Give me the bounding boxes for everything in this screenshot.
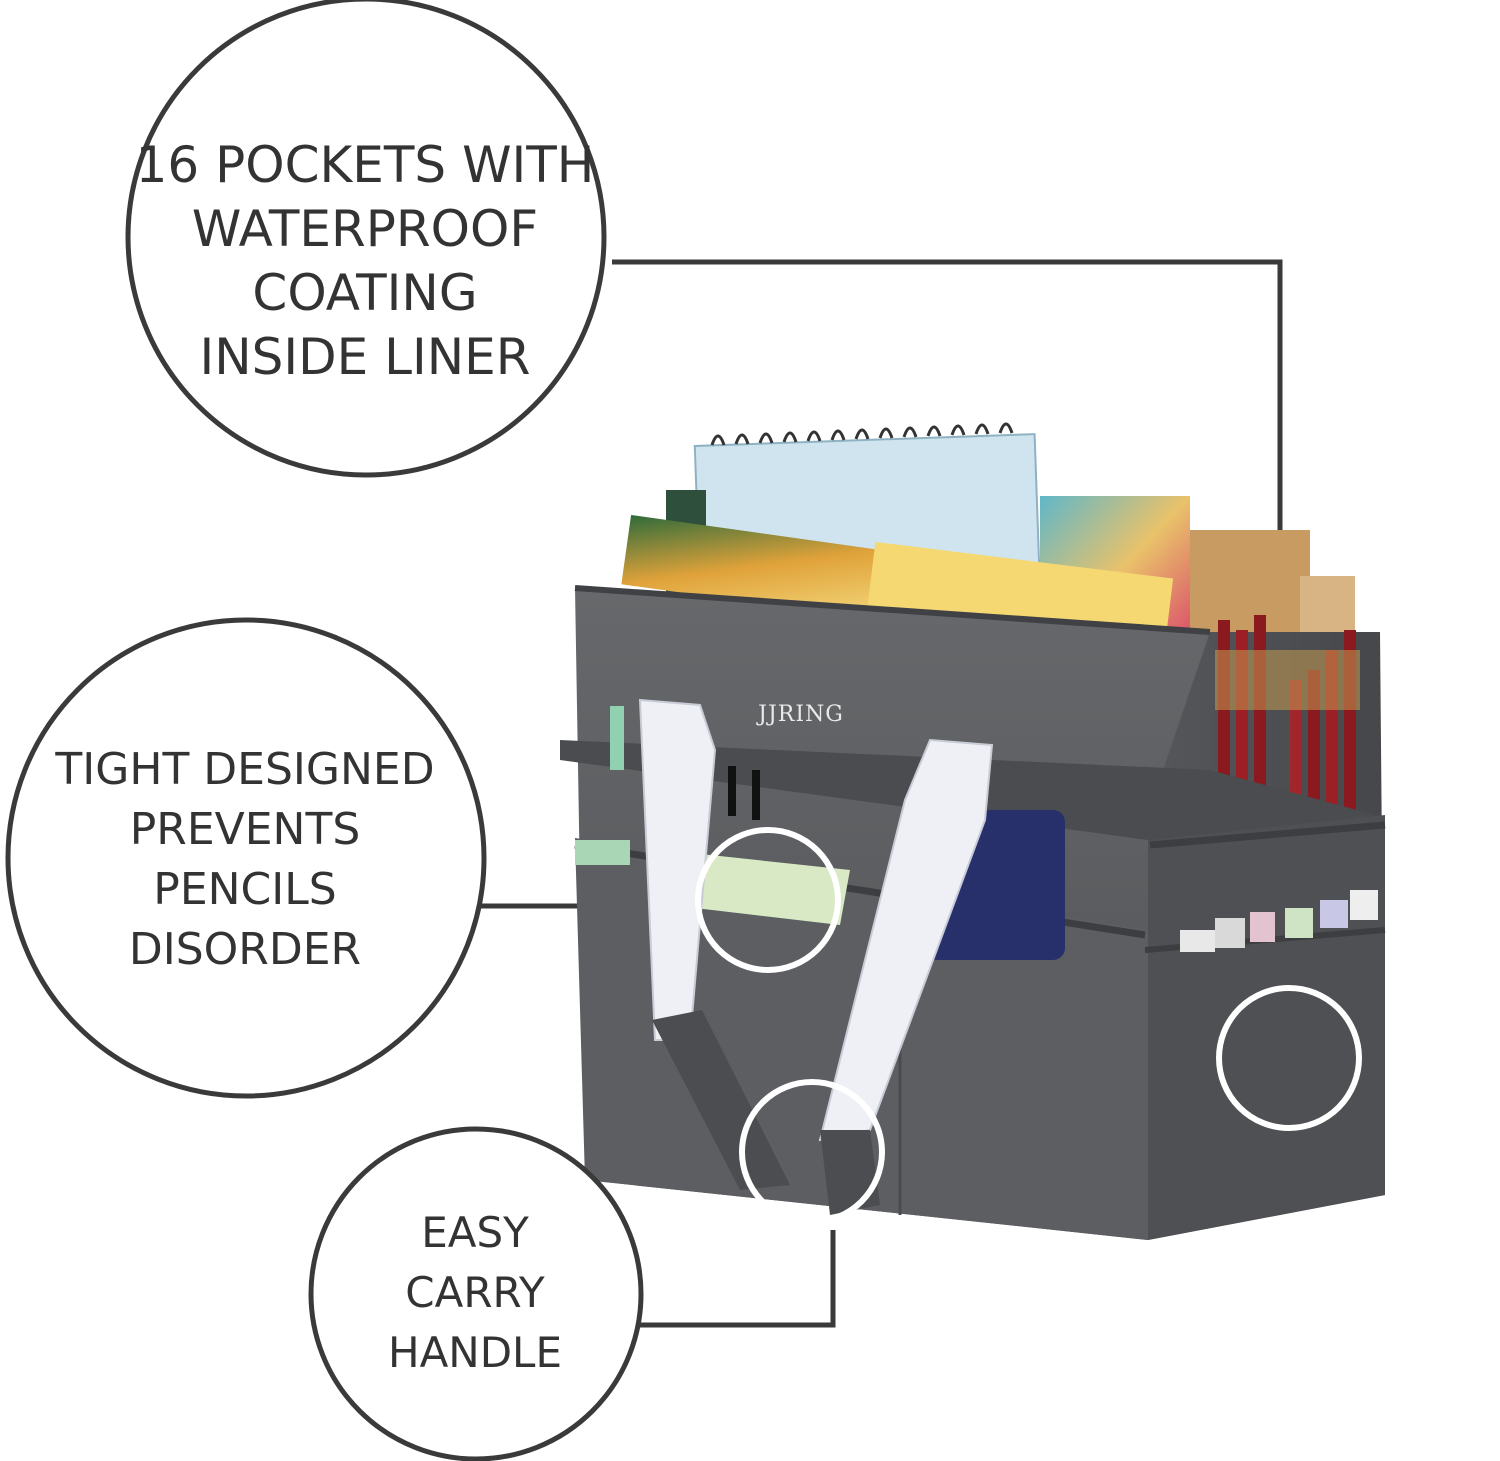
callout-line: CARRY (405, 1268, 545, 1317)
callout-line: COATING (252, 264, 478, 322)
handle-right-base (820, 1130, 880, 1215)
handle-left-base (652, 1010, 790, 1190)
callout-line: PENCILS (153, 864, 337, 915)
marker-green (575, 840, 630, 865)
markers (1180, 890, 1378, 952)
callout-line: HANDLE (387, 1328, 562, 1377)
callout-text-pockets: 16 POCKETS WITH WATERPROOF COATING INSID… (120, 140, 610, 396)
callout-circles (5, 0, 644, 1461)
tote-bag (560, 422, 1386, 1240)
pen-1 (610, 706, 624, 770)
pen-3 (752, 770, 760, 820)
callout-line: EASY (421, 1208, 529, 1257)
callout-line: TIGHT DESIGNED (55, 744, 435, 795)
connector-handle (632, 1230, 836, 1328)
callout-circle-pockets (125, 0, 607, 478)
pen-2 (728, 766, 736, 816)
handle-left (638, 698, 717, 1041)
highlight-circles (695, 827, 1362, 1225)
callout-line: DISORDER (128, 924, 362, 975)
highlight-handle-detail (739, 1079, 885, 1225)
callout-line: INSIDE LINER (199, 328, 531, 386)
callout-line: WATERPROOF (191, 200, 539, 258)
spiral-binding (710, 422, 1014, 446)
callout-circle-handle (308, 1126, 644, 1461)
paint-brushes (1215, 615, 1360, 810)
callout-text-tight: TIGHT DESIGNED PREVENTS PENCILS DISORDER (20, 748, 470, 988)
callout-circle-tight (5, 617, 487, 1099)
brand-logo: JJRING (758, 702, 844, 727)
highlight-pocket-detail (1216, 985, 1362, 1131)
highlight-pencil-pocket (695, 827, 841, 973)
callout-text-handle: EASY CARRY HANDLE (315, 1212, 635, 1392)
callout-line: 16 POCKETS WITH (135, 136, 595, 194)
callout-line: PREVENTS (129, 804, 361, 855)
painting-card (682, 852, 850, 925)
